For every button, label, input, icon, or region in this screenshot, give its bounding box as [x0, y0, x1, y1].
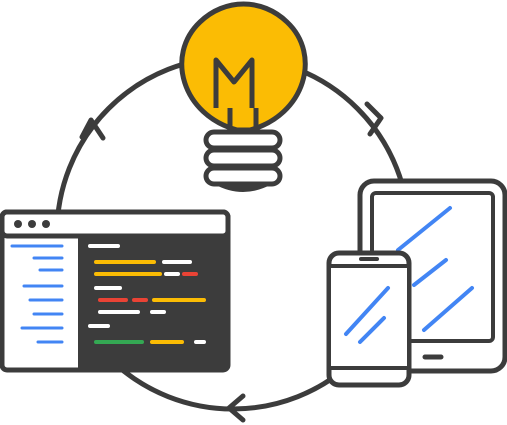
- code-editor-window-icon: [0, 209, 231, 373]
- arrow-right-top-icon: [364, 101, 384, 137]
- code-lines: [88, 244, 206, 344]
- sidebar-lines: [10, 244, 64, 344]
- window-dot-icon: [28, 220, 36, 228]
- phone-icon: [326, 250, 412, 388]
- arrow-bottom-icon: [226, 393, 246, 423]
- tablet-screen-glare: [396, 206, 474, 332]
- lightbulb-icon: [179, 1, 308, 192]
- window-dot-icon: [14, 220, 22, 228]
- arrow-left-icon: [79, 117, 106, 141]
- phone-screen-glare: [344, 286, 390, 344]
- window-dot-icon: [42, 220, 50, 228]
